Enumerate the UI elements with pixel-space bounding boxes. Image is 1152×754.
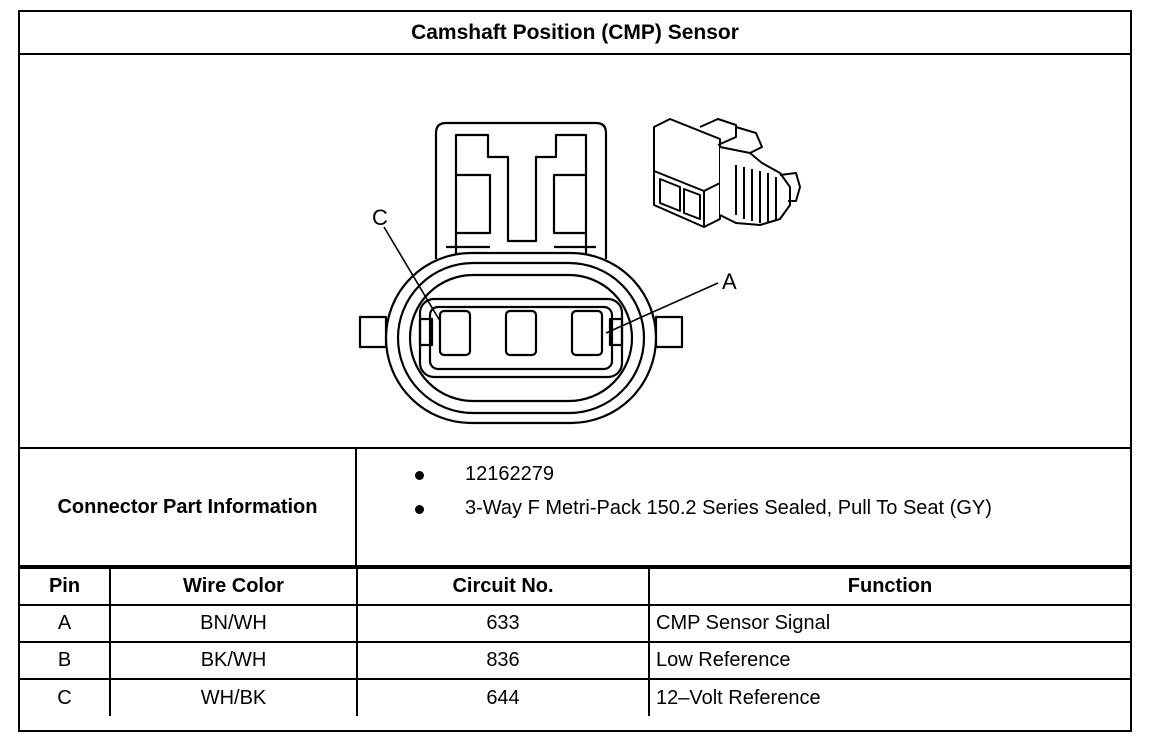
connector-housing-outer: [384, 251, 658, 425]
connector-info-label: Connector Part Information: [20, 449, 357, 565]
table-row: A BN/WH 633 CMP Sensor Signal: [20, 604, 1130, 643]
wire-color-cell: WH/BK: [109, 678, 358, 716]
part-number: 12162279: [465, 463, 554, 485]
circuit-cell: 644: [356, 678, 650, 716]
pin-table: Pin Wire Color Circuit No. Function A BN…: [20, 567, 1130, 716]
page-title: Camshaft Position (CMP) Sensor: [20, 12, 1130, 55]
circuit-cell: 633: [356, 604, 650, 643]
table-row: C WH/BK 644 12–Volt Reference: [20, 678, 1130, 716]
column-header-function: Function: [648, 567, 1130, 606]
column-header-pin: Pin: [20, 567, 111, 606]
connector-part-info: Connector Part Information 12162279 3-Wa…: [20, 449, 1130, 567]
column-header-circuit: Circuit No.: [356, 567, 650, 606]
connector-housing-ring: [396, 261, 646, 415]
function-cell: Low Reference: [648, 641, 1130, 680]
pin-cell: C: [20, 678, 111, 716]
circuit-cell: 836: [356, 641, 650, 680]
connector-drawing: C A: [20, 55, 1130, 449]
callout-c-leader: [383, 226, 441, 322]
right-ear: [654, 315, 684, 349]
terminal-a: [570, 309, 604, 357]
left-ear: [358, 315, 388, 349]
terminal-b: [504, 309, 538, 357]
wire-color-cell: BN/WH: [109, 604, 358, 643]
connector-sheet: Camshaft Position (CMP) Sensor: [18, 10, 1132, 732]
bullet-icon: [415, 471, 424, 480]
connector-isometric-view: [653, 118, 801, 228]
callout-a-leader: [605, 282, 719, 334]
table-row: B BK/WH 836 Low Reference: [20, 641, 1130, 680]
bullet-icon: [415, 505, 424, 514]
terminal-c: [438, 309, 472, 357]
function-cell: CMP Sensor Signal: [648, 604, 1130, 643]
pin-cell: B: [20, 641, 111, 680]
connector-face-svg: C A: [358, 118, 801, 425]
column-header-wire-color: Wire Color: [109, 567, 358, 606]
table-header-row: Pin Wire Color Circuit No. Function: [20, 567, 1130, 606]
locking-tab-t-slot: [454, 133, 588, 259]
connector-info-list: 12162279 3-Way F Metri-Pack 150.2 Series…: [357, 449, 1130, 565]
locking-tab: [434, 121, 608, 259]
connector-seal: [408, 273, 634, 403]
callout-a-label: A: [722, 269, 737, 294]
wire-color-cell: BK/WH: [109, 641, 358, 680]
callout-c-label: C: [372, 205, 388, 230]
connector-description: 3-Way F Metri-Pack 150.2 Series Sealed, …: [465, 497, 992, 519]
pin-cell: A: [20, 604, 111, 643]
function-cell: 12–Volt Reference: [648, 678, 1130, 716]
